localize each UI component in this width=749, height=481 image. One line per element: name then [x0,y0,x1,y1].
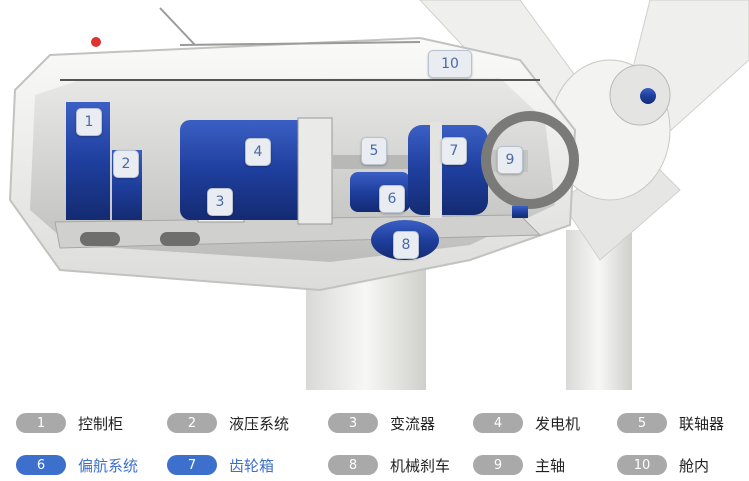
legend-label: 偏航系统 [78,456,139,475]
legend-badge: 4 [473,413,523,433]
legend-label: 主轴 [535,456,566,475]
legend-label: 发电机 [535,414,581,433]
legend-label: 控制柜 [78,414,124,433]
legend-item-8: 8 机械刹车 [328,451,450,479]
nacelle-cutaway-drawing [8,0,749,390]
bedplate-opening-2 [160,232,200,246]
legend-item-5: 5 联轴器 [617,409,724,437]
legend-item-9: 9 主轴 [473,451,565,479]
marker-1: 1 [76,108,102,136]
legend-badge: 10 [617,455,667,475]
marker-7: 7 [441,137,467,165]
marker-5: 5 [361,137,387,165]
marker-10: 10 [428,50,472,78]
legend-badge: 1 [16,413,66,433]
marker-4: 4 [245,138,271,166]
main-bearing [481,111,579,209]
marker-9: 9 [497,146,523,174]
legend-label: 液压系统 [229,414,290,433]
legend-item-10: 10 舱内 [617,451,709,479]
legend-badge: 7 [167,455,217,475]
aviation-light [91,37,101,47]
yaw-motor [512,206,528,218]
legend-label: 变流器 [390,414,436,433]
gearbox [408,125,488,215]
legend: 1 控制柜 2 液压系统 3 变流器 4 发电机 5 联轴器 6 偏航系统 7 … [0,392,749,481]
legend-label: 舱内 [679,456,710,475]
marker-3: 3 [207,188,233,216]
legend-label: 联轴器 [679,414,725,433]
marker-8: 8 [393,231,419,259]
legend-badge: 9 [473,455,523,475]
wind-turbine-nacelle-illustration: 1 2 3 4 5 6 7 8 9 10 [8,0,749,390]
bedplate-opening-1 [80,232,120,246]
generator-flange [297,117,333,225]
gearbox-ring [430,122,442,218]
legend-label: 机械刹车 [390,456,451,475]
legend-badge: 8 [328,455,378,475]
legend-item-2: 2 液压系统 [167,409,289,437]
legend-badge: 2 [167,413,217,433]
legend-item-7: 7 齿轮箱 [167,451,274,479]
legend-badge: 5 [617,413,667,433]
legend-item-1: 1 控制柜 [16,409,123,437]
legend-label: 齿轮箱 [229,456,275,475]
legend-item-3: 3 变流器 [328,409,435,437]
legend-badge: 6 [16,455,66,475]
marker-6: 6 [379,185,405,213]
marker-2: 2 [113,150,139,178]
roof-handrail [179,41,421,46]
hub-pitch-bearing [609,64,671,126]
legend-item-6: 6 偏航系统 [16,451,138,479]
anemometer-mast [159,7,196,46]
legend-item-4: 4 发电机 [473,409,580,437]
legend-badge: 3 [328,413,378,433]
pitch-motor [640,88,656,104]
